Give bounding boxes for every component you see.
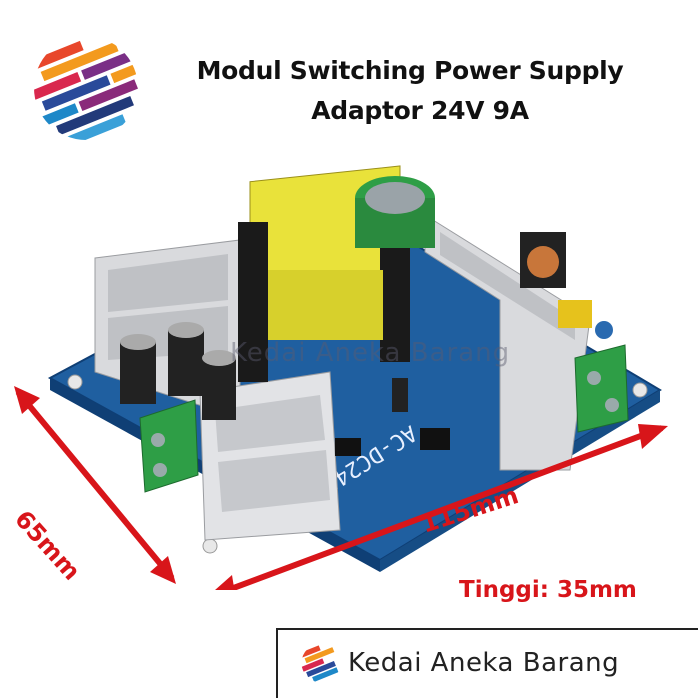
brand-logo-icon: [34, 36, 138, 140]
brand-footer-box: [276, 628, 698, 698]
capacitor: [392, 378, 408, 412]
capacitor: [168, 330, 204, 396]
ic-chip: [335, 438, 361, 456]
capacitor: [120, 342, 156, 404]
watermark-text: Kedai Aneka Barang: [230, 338, 511, 368]
depth-arrow: [14, 386, 176, 584]
capacitor: [202, 358, 236, 420]
brand-footer-logo-icon: [301, 643, 341, 683]
height-dimension-label: Tinggi: 35mm: [459, 577, 637, 603]
product-title-line-2: Adaptor 24V 9A: [311, 96, 529, 125]
terminal-block-right: [574, 344, 629, 433]
power-supply-board-image: AC-DC2416: [14, 165, 668, 590]
brand-name: Kedai Aneka Barang: [348, 648, 620, 678]
product-title-line-1: Modul Switching Power Supply: [196, 56, 624, 85]
width-arrow: [215, 424, 668, 590]
